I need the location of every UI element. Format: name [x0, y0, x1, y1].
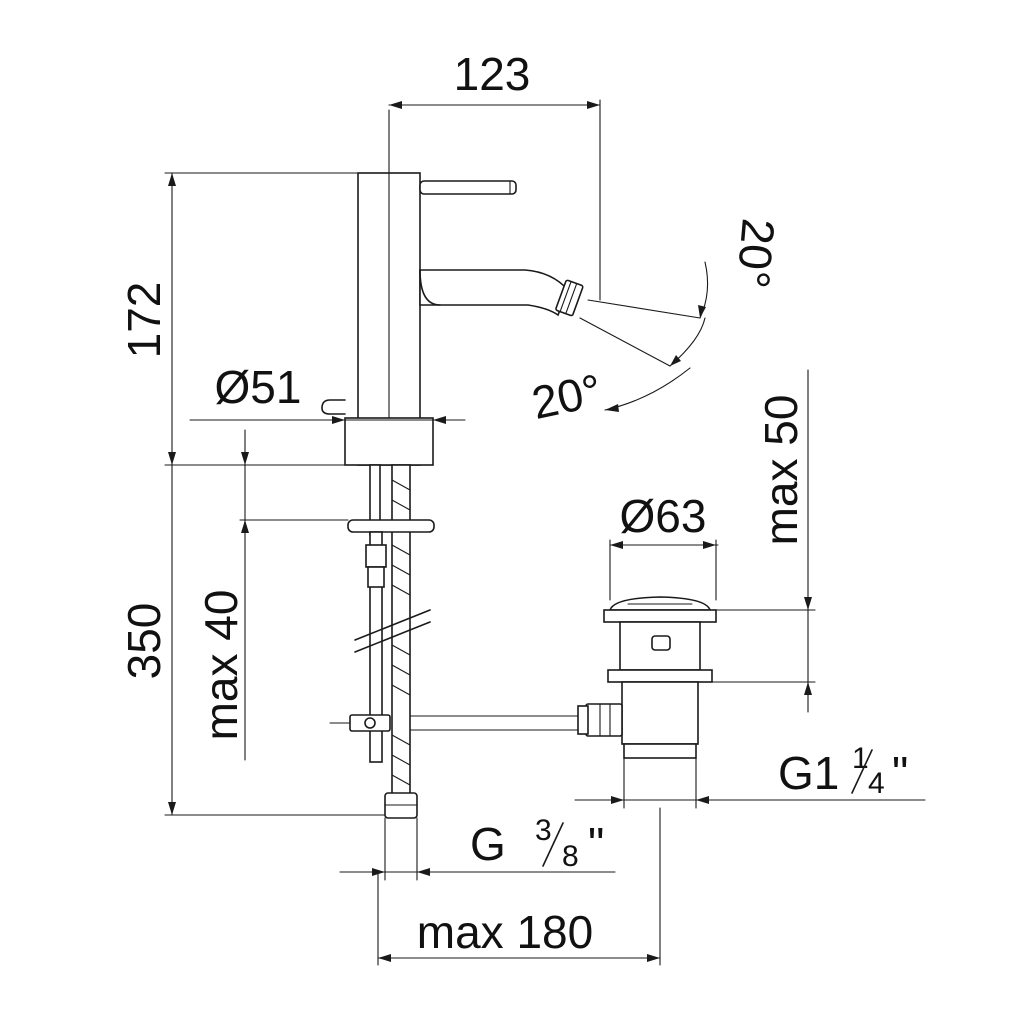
dimension-angle-top: 20° [727, 216, 785, 290]
faucet-body [321, 109, 701, 466]
dimension-body-diameter: Ø51 [215, 361, 302, 413]
waste-thread-quote: " [892, 747, 908, 799]
dimension-angle-left: 20° [527, 364, 606, 429]
dimension-waste-thread: G1 1 4 " [778, 742, 908, 800]
under-deck-assembly [329, 464, 581, 819]
dimension-waste-diameter: Ø63 [620, 490, 707, 542]
waste-thread-numerator: 1 [852, 742, 869, 775]
supply-thread-quote: " [588, 818, 604, 870]
dimension-spout-reach: 123 [454, 48, 531, 100]
supply-thread-numerator: 3 [535, 814, 552, 847]
waste-thread-denominator: 4 [868, 767, 885, 800]
dimension-overall-height: 172 [118, 282, 170, 359]
waste-thread-main: G1 [778, 747, 839, 799]
dimension-hose-length: 350 [118, 603, 170, 680]
supply-thread-main: G [470, 818, 506, 870]
waste-assembly [577, 596, 717, 759]
supply-thread-denominator: 8 [562, 840, 579, 873]
dimension-max-deck: max 40 [195, 590, 247, 741]
dimension-max-spacing: max 180 [417, 906, 593, 958]
dimension-lines [164, 99, 926, 966]
dimension-supply-thread: G 3 8 " [470, 814, 604, 873]
dimension-waste-max-deck: max 50 [755, 395, 807, 546]
